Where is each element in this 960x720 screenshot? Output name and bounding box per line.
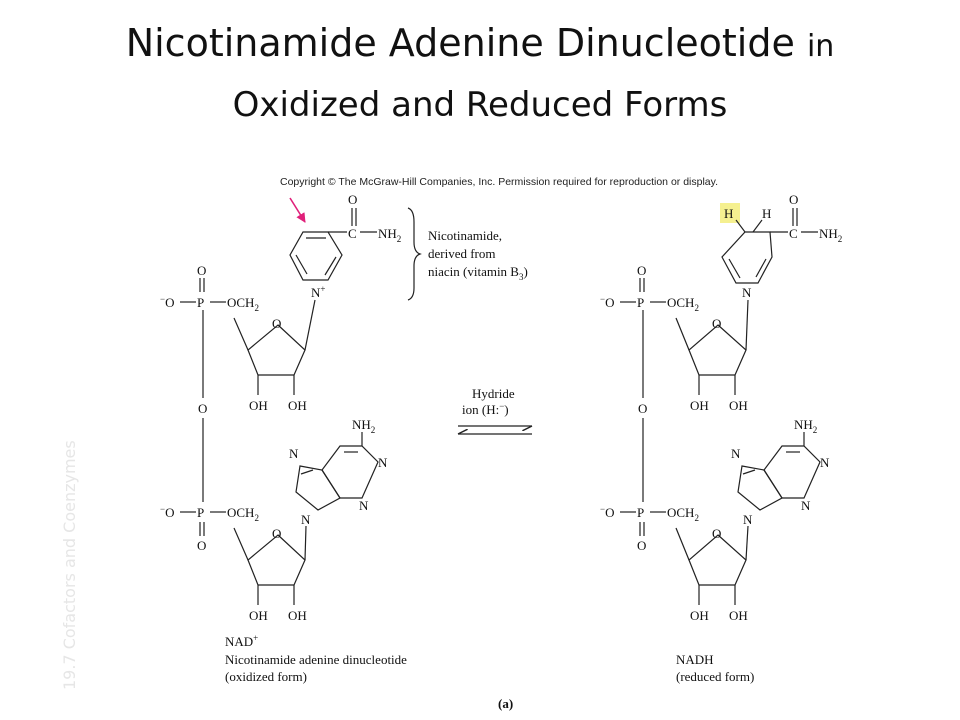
svg-text:O: O	[637, 538, 646, 553]
svg-text:C: C	[789, 226, 798, 241]
svg-text:−O: −O	[600, 294, 614, 310]
svg-text:NH2: NH2	[819, 226, 842, 244]
svg-text:N: N	[731, 446, 741, 461]
nicotinamide-note-3: niacin (vitamin B3)	[428, 264, 528, 282]
title-line2: Oxidized and Reduced Forms	[232, 85, 728, 125]
upper-ribose-ring	[247, 324, 306, 376]
svg-text:NH2: NH2	[794, 417, 817, 435]
nicotinamide-brace	[407, 207, 422, 301]
amide-carbon: C	[348, 226, 357, 241]
svg-text:OCH2: OCH2	[227, 505, 259, 523]
nadh-caption-line2: (reduced form)	[676, 669, 754, 684]
pointer-arrow-icon	[289, 197, 306, 223]
lower-phosphorus: P	[197, 505, 204, 520]
nicotinamide-note-2: derived from	[428, 246, 496, 261]
svg-text:OH: OH	[249, 398, 268, 413]
svg-text:−O: −O	[600, 504, 614, 520]
nicotinamide-note-1: Nicotinamide,	[428, 228, 502, 243]
slide-title: Nicotinamide Adenine Dinucleotide in Oxi…	[0, 14, 960, 134]
dihydropyridine-ring	[721, 231, 773, 284]
arrow-label-ion: ion (H:−)	[462, 401, 509, 417]
svg-text:N: N	[289, 446, 299, 461]
svg-text:H: H	[762, 206, 771, 221]
nad-caption-line3: (oxidized form)	[225, 669, 307, 684]
svg-text:OCH2: OCH2	[227, 295, 259, 313]
upper-phosphorus: P	[197, 295, 204, 310]
svg-text:OCH2: OCH2	[667, 295, 699, 313]
ring-nitrogen: N+	[311, 284, 325, 300]
svg-text:O: O	[272, 316, 281, 331]
amide-nh2: NH2	[378, 226, 401, 244]
svg-text:NH2: NH2	[352, 417, 375, 435]
lower-ribose-ring-reduced	[688, 534, 747, 586]
svg-text:P: P	[637, 505, 644, 520]
svg-text:O: O	[789, 192, 798, 207]
svg-text:P: P	[637, 295, 644, 310]
nad-structure: C O NH2 N+ O OH OH −O P O OCH2 O −O P	[160, 192, 422, 623]
svg-text:O: O	[637, 263, 646, 278]
svg-text:N: N	[820, 455, 830, 470]
nadh-structure: H H C O NH2 N O OH OH −O P O OCH2	[600, 192, 842, 623]
lower-ribose-ring	[247, 534, 306, 586]
svg-text:O: O	[638, 401, 647, 416]
title-line1-in: in	[806, 29, 835, 64]
nad-caption-line2: Nicotinamide adenine dinucleotide	[225, 652, 407, 667]
svg-text:N: N	[301, 512, 311, 527]
upper-ribose-ring-reduced	[688, 324, 747, 376]
svg-text:N: N	[359, 498, 369, 513]
copyright-notice: Copyright © The McGraw-Hill Companies, I…	[280, 176, 719, 188]
svg-text:OH: OH	[249, 608, 268, 623]
svg-text:OH: OH	[729, 398, 748, 413]
svg-text:OH: OH	[288, 398, 307, 413]
svg-text:−O: −O	[160, 294, 174, 310]
svg-text:N: N	[743, 512, 753, 527]
svg-text:−O: −O	[160, 504, 174, 520]
nadh-caption-name: NADH	[676, 652, 714, 667]
svg-text:OH: OH	[690, 398, 709, 413]
svg-text:OH: OH	[729, 608, 748, 623]
svg-text:O: O	[712, 316, 721, 331]
panel-label: (a)	[498, 696, 513, 711]
nad-caption-name: NAD+	[225, 633, 258, 649]
svg-text:OCH2: OCH2	[667, 505, 699, 523]
svg-text:O: O	[197, 538, 206, 553]
arrow-label-hydride: Hydride	[472, 386, 515, 401]
hydride-highlight	[720, 203, 740, 223]
pyridinium-ring	[289, 231, 343, 281]
title-line1: Nicotinamide Adenine Dinucleotide	[125, 21, 795, 65]
equilibrium-arrows: Hydride ion (H:−)	[458, 386, 532, 434]
svg-text:O: O	[197, 263, 206, 278]
adenine-ring: NH2 N N N N	[289, 417, 388, 561]
svg-text:N: N	[378, 455, 388, 470]
svg-text:N: N	[801, 498, 811, 513]
svg-text:O: O	[272, 526, 281, 541]
adenine-ring-reduced: NH2 N N N N	[731, 417, 830, 561]
svg-text:OH: OH	[288, 608, 307, 623]
svg-text:O: O	[712, 526, 721, 541]
svg-text:N: N	[742, 285, 752, 300]
svg-text:OH: OH	[690, 608, 709, 623]
transferred-hydrogen: H	[724, 206, 733, 221]
svg-text:O: O	[198, 401, 207, 416]
amide-oxygen: O	[348, 192, 357, 207]
